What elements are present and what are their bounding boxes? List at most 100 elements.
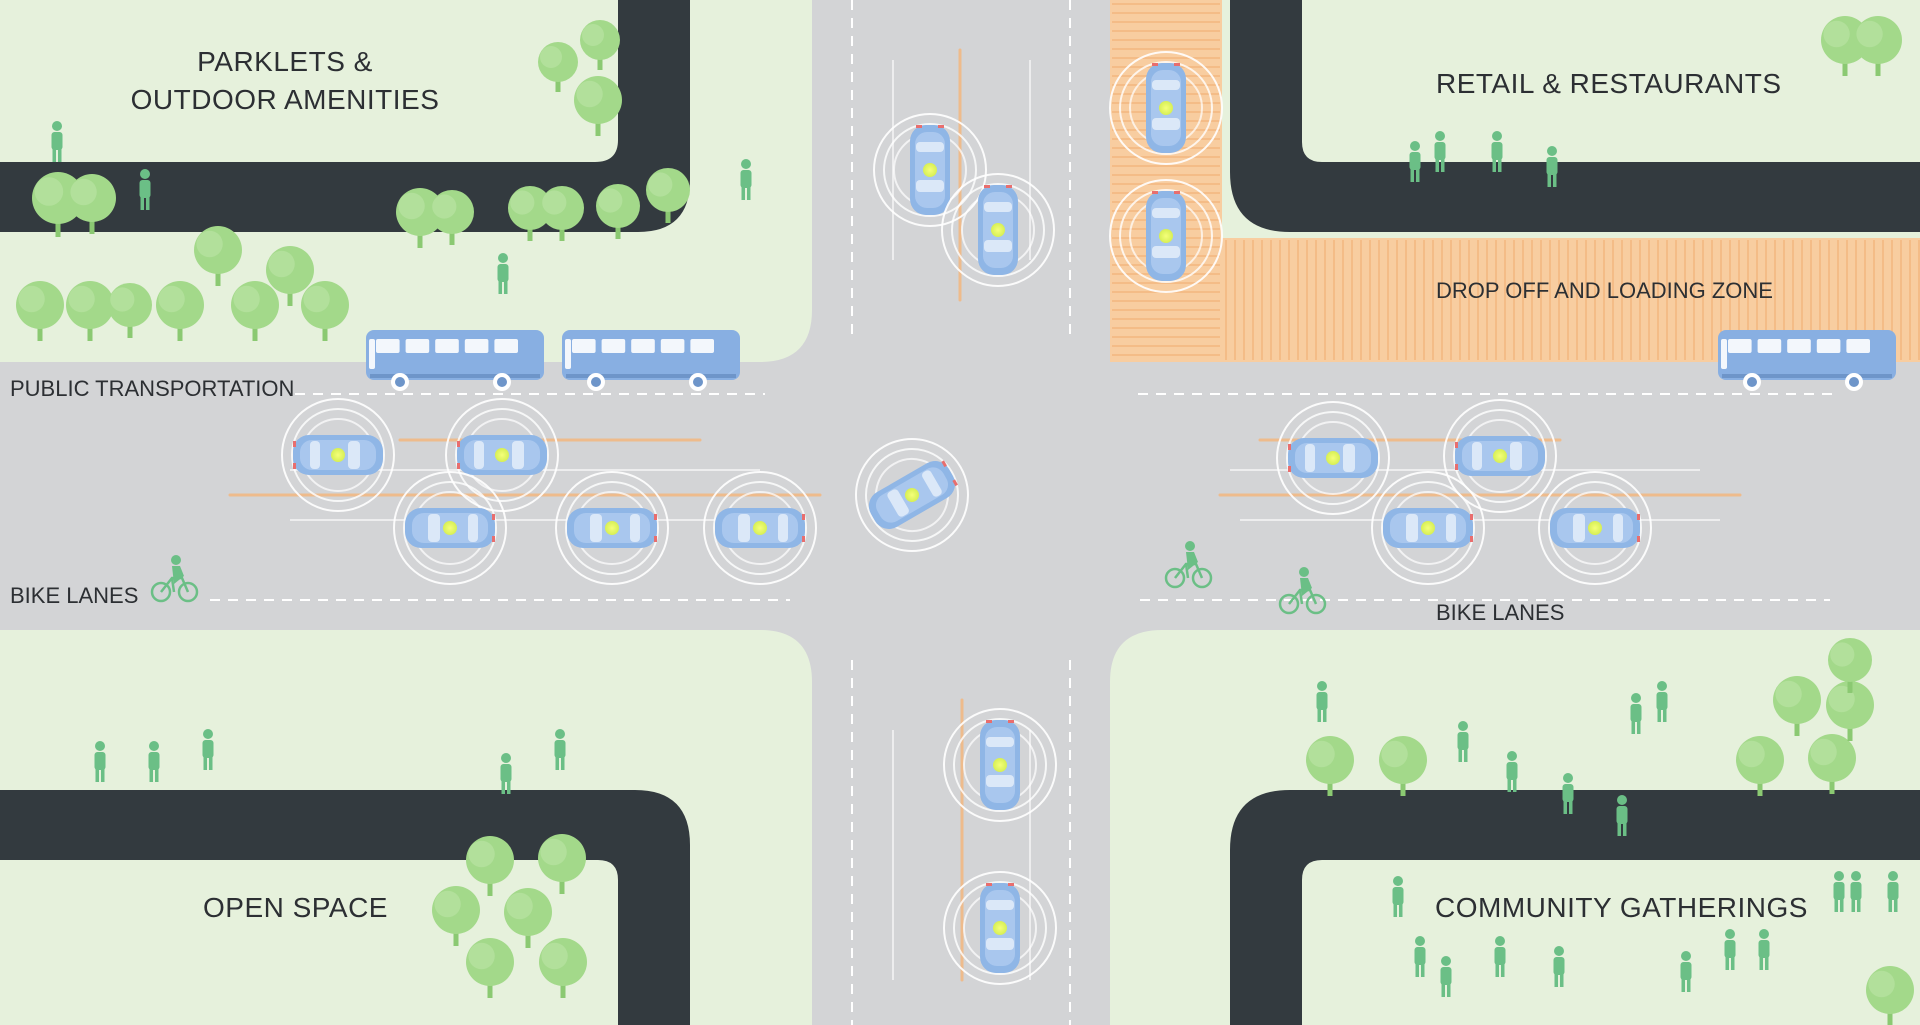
corner-nw [760, 310, 812, 362]
tree-icon [266, 246, 314, 306]
person-icon [148, 741, 160, 782]
tree-icon [538, 834, 586, 894]
tree-icon [1379, 736, 1427, 796]
tree-icon [540, 186, 584, 241]
buses [366, 330, 1896, 391]
person-icon [51, 121, 63, 162]
autonomous-car-icon [943, 871, 1057, 985]
tree-icon [466, 938, 514, 998]
tree-icon [430, 190, 474, 245]
person-icon [139, 169, 151, 210]
person-icon [1724, 929, 1736, 970]
tree-icon [508, 186, 552, 241]
public-transportation-label: PUBLIC TRANSPORTATION [10, 376, 295, 401]
tree-icon [16, 281, 64, 341]
tree-icon [646, 168, 690, 223]
autonomous-car-icon [1276, 401, 1390, 515]
tree-icon [68, 174, 116, 234]
autonomous-car-icon [445, 398, 559, 512]
autonomous-car-icon [943, 708, 1057, 822]
autonomous-car-icon [1443, 399, 1557, 513]
lane-markings [210, 0, 1840, 1025]
autonomous-car-icon [1371, 471, 1485, 585]
autonomous-car-icon [1538, 471, 1652, 585]
tree-icon [596, 184, 640, 239]
person-icon [1850, 871, 1862, 912]
autonomous-car-icon [941, 173, 1055, 287]
tree-icon [1854, 16, 1902, 76]
drop-off-label: DROP OFF AND LOADING ZONE [1436, 278, 1773, 303]
autonomous-car-icon [855, 438, 969, 552]
person-icon [1457, 721, 1469, 762]
bus-icon [366, 330, 544, 391]
person-icon [554, 729, 566, 770]
trees [16, 16, 1914, 1025]
autonomous-car-icon [1109, 51, 1223, 165]
tree-icon [32, 172, 84, 237]
person-icon [1562, 773, 1574, 814]
person-icon [740, 159, 752, 200]
autonomous-car-icon [393, 471, 507, 585]
person-icon [497, 253, 509, 294]
bike-lanes-right-label: BIKE LANES [1436, 600, 1565, 625]
bicycle-icon [150, 555, 199, 603]
autonomous-car-icon [281, 398, 395, 512]
person-icon [1656, 681, 1668, 722]
person-icon [202, 729, 214, 770]
tree-icon [231, 281, 279, 341]
autonomous-car-icon [703, 471, 817, 585]
person-icon [1434, 131, 1446, 172]
person-icon [1616, 795, 1628, 836]
corner-sw [760, 630, 812, 682]
parklets-label: PARKLETS & OUTDOOR AMENITIES [130, 46, 440, 116]
person-icon [1758, 929, 1770, 970]
retail-label: RETAIL & RESTAURANTS [1436, 68, 1782, 99]
cyclists [150, 541, 1327, 615]
tree-icon [156, 281, 204, 341]
bicycle-icon [1278, 567, 1327, 615]
bicycle-icon [1164, 541, 1213, 589]
tree-icon [1828, 638, 1872, 693]
corner-se [1110, 630, 1162, 682]
person-icon [1440, 956, 1452, 997]
parklets-label-line1: PARKLETS & [197, 46, 373, 77]
person-icon [1409, 141, 1421, 182]
tree-icon [194, 226, 242, 286]
tree-icon [1808, 734, 1856, 794]
tree-icon [108, 283, 152, 338]
tree-icon [1826, 681, 1874, 741]
bus-icon [1718, 330, 1896, 391]
bike-lanes-left-label: BIKE LANES [10, 583, 139, 608]
person-icon [1491, 131, 1503, 172]
tree-icon [1736, 736, 1784, 796]
person-icon [1316, 681, 1328, 722]
autonomous-cars [281, 51, 1652, 985]
tree-icon [538, 42, 578, 92]
tree-icon [1821, 16, 1869, 76]
person-icon [1494, 936, 1506, 977]
tree-icon [1773, 676, 1821, 736]
person-icon [1546, 146, 1558, 187]
parklets-label-line2: OUTDOOR AMENITIES [130, 84, 440, 115]
tree-icon [396, 188, 444, 248]
autonomous-car-icon [873, 113, 987, 227]
person-icon [1680, 951, 1692, 992]
tree-icon [466, 836, 514, 896]
community-gatherings-label: COMMUNITY GATHERINGS [1435, 892, 1808, 923]
person-icon [1887, 871, 1899, 912]
pedestrians [51, 121, 1899, 997]
person-icon [1392, 876, 1404, 917]
tree-icon [432, 886, 480, 946]
bus-icon [562, 330, 740, 391]
tree-icon [1306, 736, 1354, 796]
person-icon [1506, 751, 1518, 792]
person-icon [94, 741, 106, 782]
tree-icon [539, 938, 587, 998]
tree-icon [580, 20, 620, 70]
tree-icon [1866, 966, 1914, 1025]
person-icon [1414, 936, 1426, 977]
tree-icon [574, 76, 622, 136]
